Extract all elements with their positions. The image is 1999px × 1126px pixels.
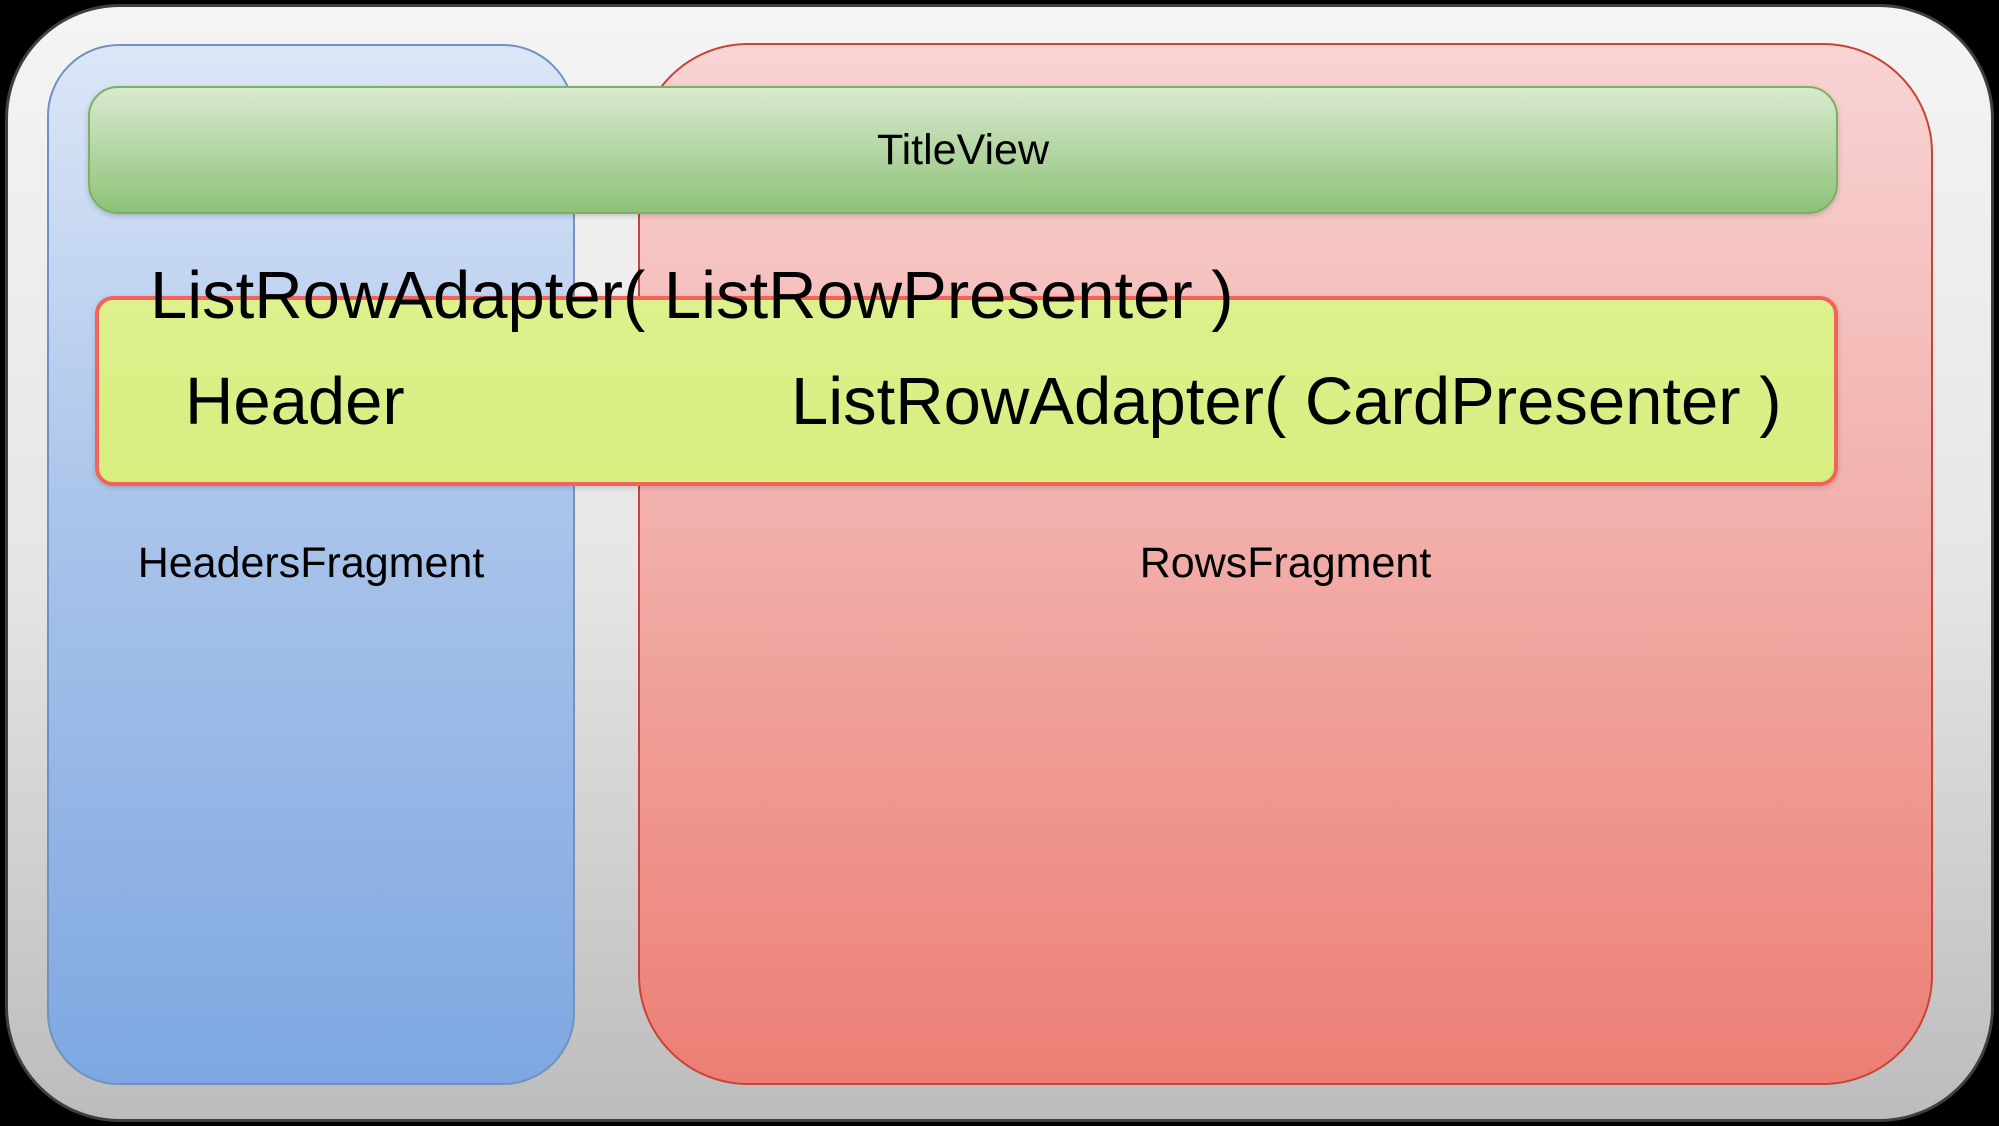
header-label: Header xyxy=(185,364,405,439)
list-row-box xyxy=(95,296,1838,486)
title-view-bar: TitleView xyxy=(88,86,1838,214)
card-presenter-adapter-label: ListRowAdapter( CardPresenter ) xyxy=(791,364,1782,439)
list-row-adapter-presenter-label: ListRowAdapter( ListRowPresenter ) xyxy=(150,258,1234,333)
rows-fragment-box xyxy=(638,43,1933,1085)
headers-fragment-label: HeadersFragment xyxy=(137,539,485,587)
title-view-label: TitleView xyxy=(876,125,1050,174)
rows-fragment-label: RowsFragment xyxy=(1139,539,1432,587)
headers-fragment-box xyxy=(47,44,575,1085)
